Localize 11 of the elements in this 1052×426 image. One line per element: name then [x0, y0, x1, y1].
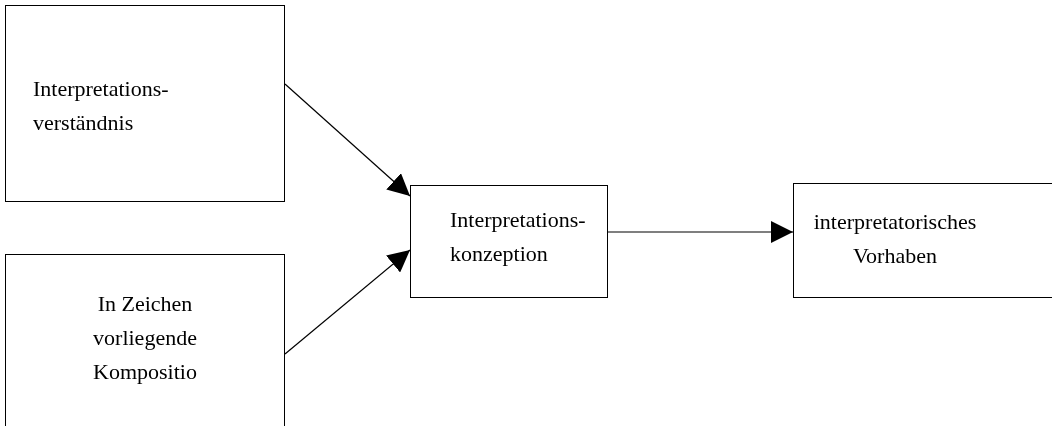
arrow [607, 221, 794, 243]
process-box [5, 254, 285, 426]
box-label: Interpretations- verständnis [33, 74, 170, 137]
arrow [284, 249, 411, 355]
box-label: interpretatorisches Vorhaben [812, 208, 978, 270]
box-label: In Zeichen vorliegende Kompositio [92, 290, 198, 386]
box-label: Interpretations- konzeption [450, 206, 587, 268]
arrow [284, 83, 411, 197]
process-box [793, 183, 1052, 298]
process-box [410, 185, 608, 298]
process-box [5, 5, 285, 202]
